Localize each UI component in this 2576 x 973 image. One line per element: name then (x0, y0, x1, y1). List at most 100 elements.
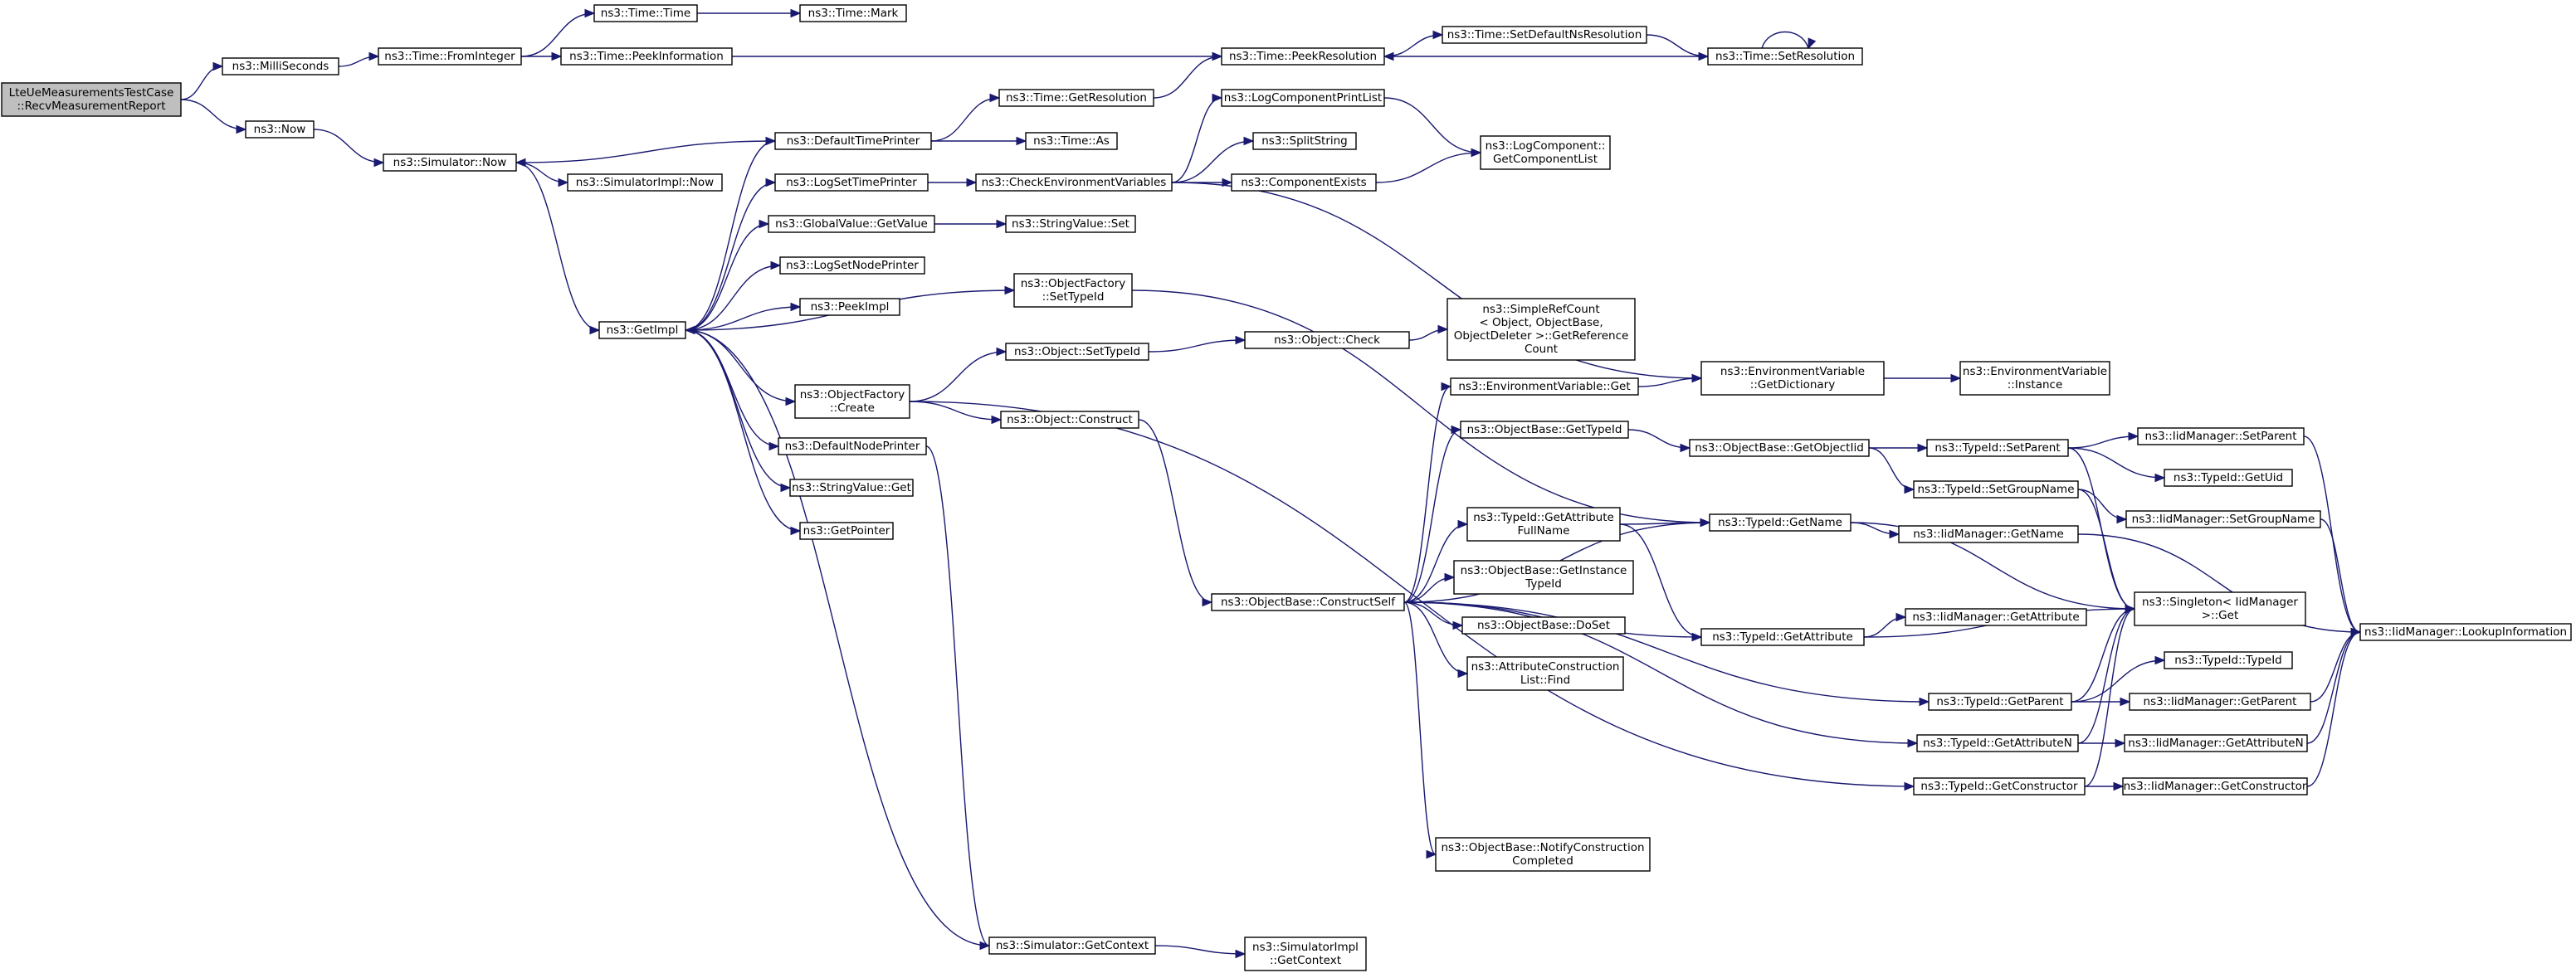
node-box[interactable] (1, 82, 182, 117)
node-box[interactable] (598, 321, 686, 339)
node-typeidsetparent[interactable]: ns3::TypeId::SetParent (1926, 439, 2069, 457)
node-iidgetattrn[interactable]: ns3::IidManager::GetAttributeN (2124, 734, 2308, 752)
node-box[interactable] (2122, 777, 2308, 795)
node-box[interactable] (2137, 427, 2305, 445)
node-box[interactable] (2134, 591, 2306, 626)
node-splitstring[interactable]: ns3::SplitString (1252, 132, 1357, 150)
node-box[interactable] (1898, 525, 2079, 543)
node-stringvalset[interactable]: ns3::StringValue::Set (1005, 215, 1136, 233)
node-box[interactable] (2359, 623, 2572, 641)
node-stringvalget[interactable]: ns3::StringValue::Get (789, 479, 914, 497)
node-box[interactable] (975, 173, 1173, 192)
node-box[interactable] (1244, 331, 1410, 349)
node-typeidgetname[interactable]: ns3::TypeId::GetName (1709, 513, 1852, 532)
node-now[interactable]: ns3::Now (245, 120, 315, 139)
node-box[interactable] (1913, 777, 2086, 795)
node-lookup[interactable]: ns3::IidManager::LookupInformation (2359, 623, 2572, 641)
node-box[interactable] (1005, 215, 1136, 233)
node-box[interactable] (779, 256, 925, 275)
node-box[interactable] (1231, 173, 1377, 192)
node-box[interactable] (1221, 89, 1385, 107)
node-box[interactable] (1221, 47, 1385, 66)
node-getpointer[interactable]: ns3::GetPointer (799, 522, 894, 540)
node-getimpl[interactable]: ns3::GetImpl (598, 321, 686, 339)
node-box[interactable] (1926, 439, 2069, 457)
node-iidgetctor[interactable]: ns3::IidManager::GetConstructor (2122, 777, 2308, 795)
node-box[interactable] (2129, 693, 2311, 711)
node-singleton[interactable]: ns3::Singleton< IidManager>::Get (2134, 591, 2306, 626)
node-box[interactable] (1442, 26, 1647, 44)
node-box[interactable] (560, 47, 733, 66)
node-envget[interactable]: ns3::EnvironmentVariable::Get (1450, 377, 1639, 396)
node-box[interactable] (1005, 343, 1149, 361)
node-box[interactable] (1435, 837, 1651, 872)
node-box[interactable] (1689, 439, 1870, 457)
node-timeas[interactable]: ns3::Time::As (1025, 132, 1118, 150)
node-peekres[interactable]: ns3::Time::PeekResolution (1221, 47, 1385, 66)
node-box[interactable] (245, 120, 315, 139)
node-milliseconds[interactable]: ns3::MilliSeconds (222, 57, 339, 75)
node-objcheck[interactable]: ns3::Object::Check (1244, 331, 1410, 349)
node-box[interactable] (778, 437, 927, 455)
node-typeidsetgroup[interactable]: ns3::TypeId::SetGroupName (1913, 480, 2079, 499)
node-simimplgetctx[interactable]: ns3::SimulatorImpl::GetContext (1244, 937, 1367, 971)
node-box[interactable] (1700, 628, 1865, 646)
node-box[interactable] (1252, 132, 1357, 150)
node-box[interactable] (1913, 480, 2079, 499)
node-box[interactable] (1928, 693, 2072, 711)
node-box[interactable] (1959, 361, 2110, 396)
node-box[interactable] (222, 57, 339, 75)
node-box[interactable] (1450, 377, 1639, 396)
node-objconstruct[interactable]: ns3::Object::Construct (1000, 411, 1139, 429)
node-box[interactable] (567, 173, 723, 192)
node-box[interactable] (799, 522, 894, 540)
node-box[interactable] (1453, 560, 1634, 595)
node-globalval[interactable]: ns3::GlobalValue::GetValue (768, 215, 935, 233)
node-box[interactable] (1244, 937, 1367, 971)
node-objbasedoset[interactable]: ns3::ObjectBase::DoSet (1461, 616, 1626, 635)
node-box[interactable] (2125, 510, 2321, 528)
node-box[interactable] (2164, 651, 2293, 669)
node-box[interactable] (799, 4, 907, 22)
node-typeidgetattrn[interactable]: ns3::TypeId::GetAttributeN (1916, 734, 2079, 752)
node-envinstance[interactable]: ns3::EnvironmentVariable::Instance (1959, 361, 2110, 396)
node-iidsetparent[interactable]: ns3::IidManager::SetParent (2137, 427, 2305, 445)
node-box[interactable] (593, 4, 698, 22)
node-fromint[interactable]: ns3::Time::FromInteger (378, 47, 522, 66)
node-root[interactable]: LteUeMeasurementsTestCase::RecvMeasureme… (1, 82, 182, 117)
node-getresolution[interactable]: ns3::Time::GetResolution (998, 89, 1154, 107)
node-box[interactable] (1707, 47, 1863, 66)
node-iidgetattr[interactable]: ns3::IidManager::GetAttribute (1905, 608, 2087, 626)
node-box[interactable] (1025, 132, 1118, 150)
node-box[interactable] (1460, 421, 1629, 439)
node-box[interactable] (2124, 734, 2308, 752)
node-time[interactable]: ns3::Time::Time (593, 4, 698, 22)
node-box[interactable] (2164, 469, 2293, 487)
node-notifyconstr[interactable]: ns3::ObjectBase::NotifyConstructionCompl… (1435, 837, 1651, 872)
node-iidgetparent[interactable]: ns3::IidManager::GetParent (2129, 693, 2311, 711)
node-simimplnow[interactable]: ns3::SimulatorImpl::Now (567, 173, 723, 192)
node-iidsetgroup[interactable]: ns3::IidManager::SetGroupName (2125, 510, 2321, 528)
node-peekinfo[interactable]: ns3::Time::PeekInformation (560, 47, 733, 66)
node-typeidgetattr[interactable]: ns3::TypeId::GetAttribute (1700, 628, 1865, 646)
node-defnodeprinter[interactable]: ns3::DefaultNodePrinter (778, 437, 927, 455)
node-box[interactable] (799, 298, 900, 316)
node-box[interactable] (988, 937, 1156, 955)
node-deftimeprinter[interactable]: ns3::DefaultTimePrinter (774, 132, 932, 150)
node-typeidgetctor[interactable]: ns3::TypeId::GetConstructor (1913, 777, 2086, 795)
node-setdefns[interactable]: ns3::Time::SetDefaultNsResolution (1442, 26, 1647, 44)
node-checkenv[interactable]: ns3::CheckEnvironmentVariables (975, 173, 1173, 192)
node-box[interactable] (998, 89, 1154, 107)
node-box[interactable] (1211, 593, 1405, 611)
node-box[interactable] (794, 384, 910, 419)
node-box[interactable] (768, 215, 935, 233)
node-box[interactable] (1480, 135, 1611, 170)
node-objsettypeid[interactable]: ns3::Object::SetTypeId (1005, 343, 1149, 361)
node-mark[interactable]: ns3::Time::Mark (799, 4, 907, 22)
node-box[interactable] (1700, 361, 1885, 396)
node-constructself[interactable]: ns3::ObjectBase::ConstructSelf (1211, 593, 1405, 611)
node-box[interactable] (774, 132, 932, 150)
